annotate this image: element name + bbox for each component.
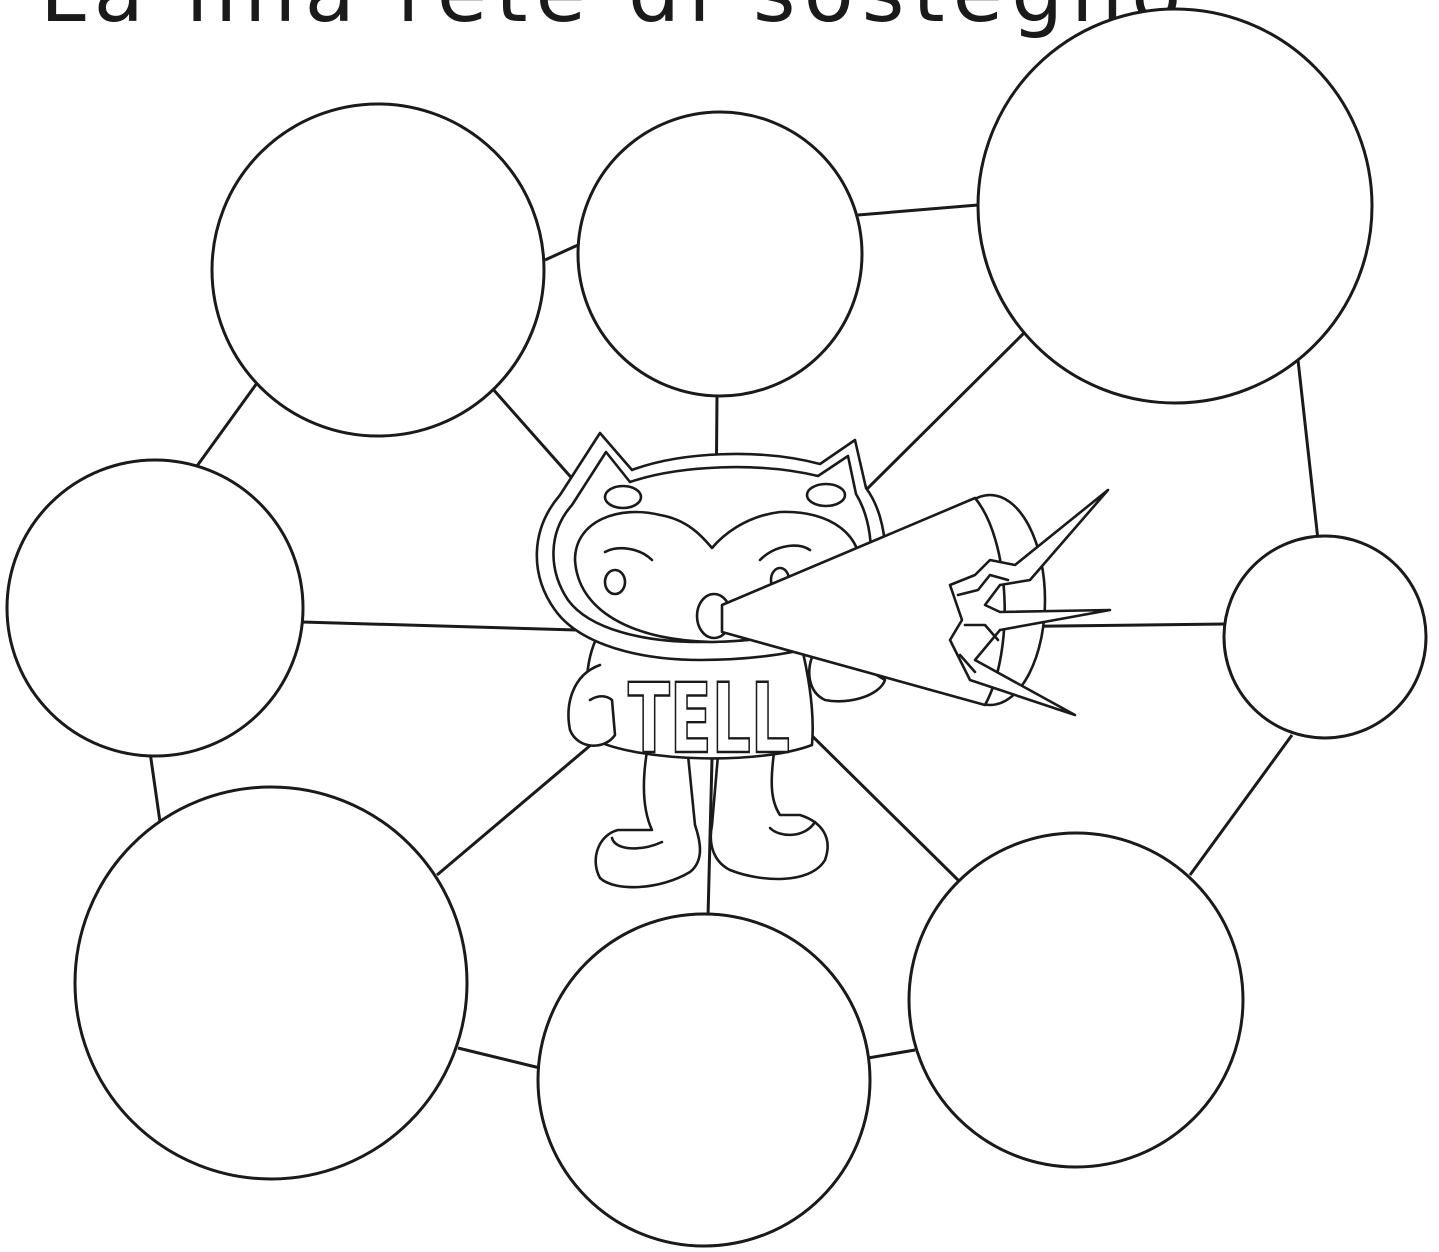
mascot-shirt-text: TELL [628, 663, 790, 775]
mascot-right-eye-icon [807, 484, 845, 506]
network-bubble[interactable] [7, 460, 303, 756]
connector-line [545, 245, 578, 260]
connector-line [858, 205, 978, 215]
connector-line [458, 1048, 540, 1068]
connector-line [868, 1050, 915, 1058]
network-bubble[interactable] [75, 787, 467, 1179]
connector-line [197, 383, 257, 466]
network-bubble[interactable] [538, 914, 870, 1246]
connector-line [1190, 735, 1292, 875]
connector-line [150, 752, 160, 822]
network-bubble[interactable] [1224, 536, 1426, 738]
network-bubble[interactable] [212, 104, 544, 436]
network-bubble[interactable] [978, 9, 1372, 403]
mascot-left-cheek-dot [605, 570, 625, 594]
network-bubble[interactable] [909, 833, 1243, 1167]
network-bubble[interactable] [578, 112, 862, 396]
connector-line [1298, 360, 1318, 540]
mascot-character: TELL [537, 433, 1110, 887]
mascot-left-eye-icon [605, 486, 641, 508]
